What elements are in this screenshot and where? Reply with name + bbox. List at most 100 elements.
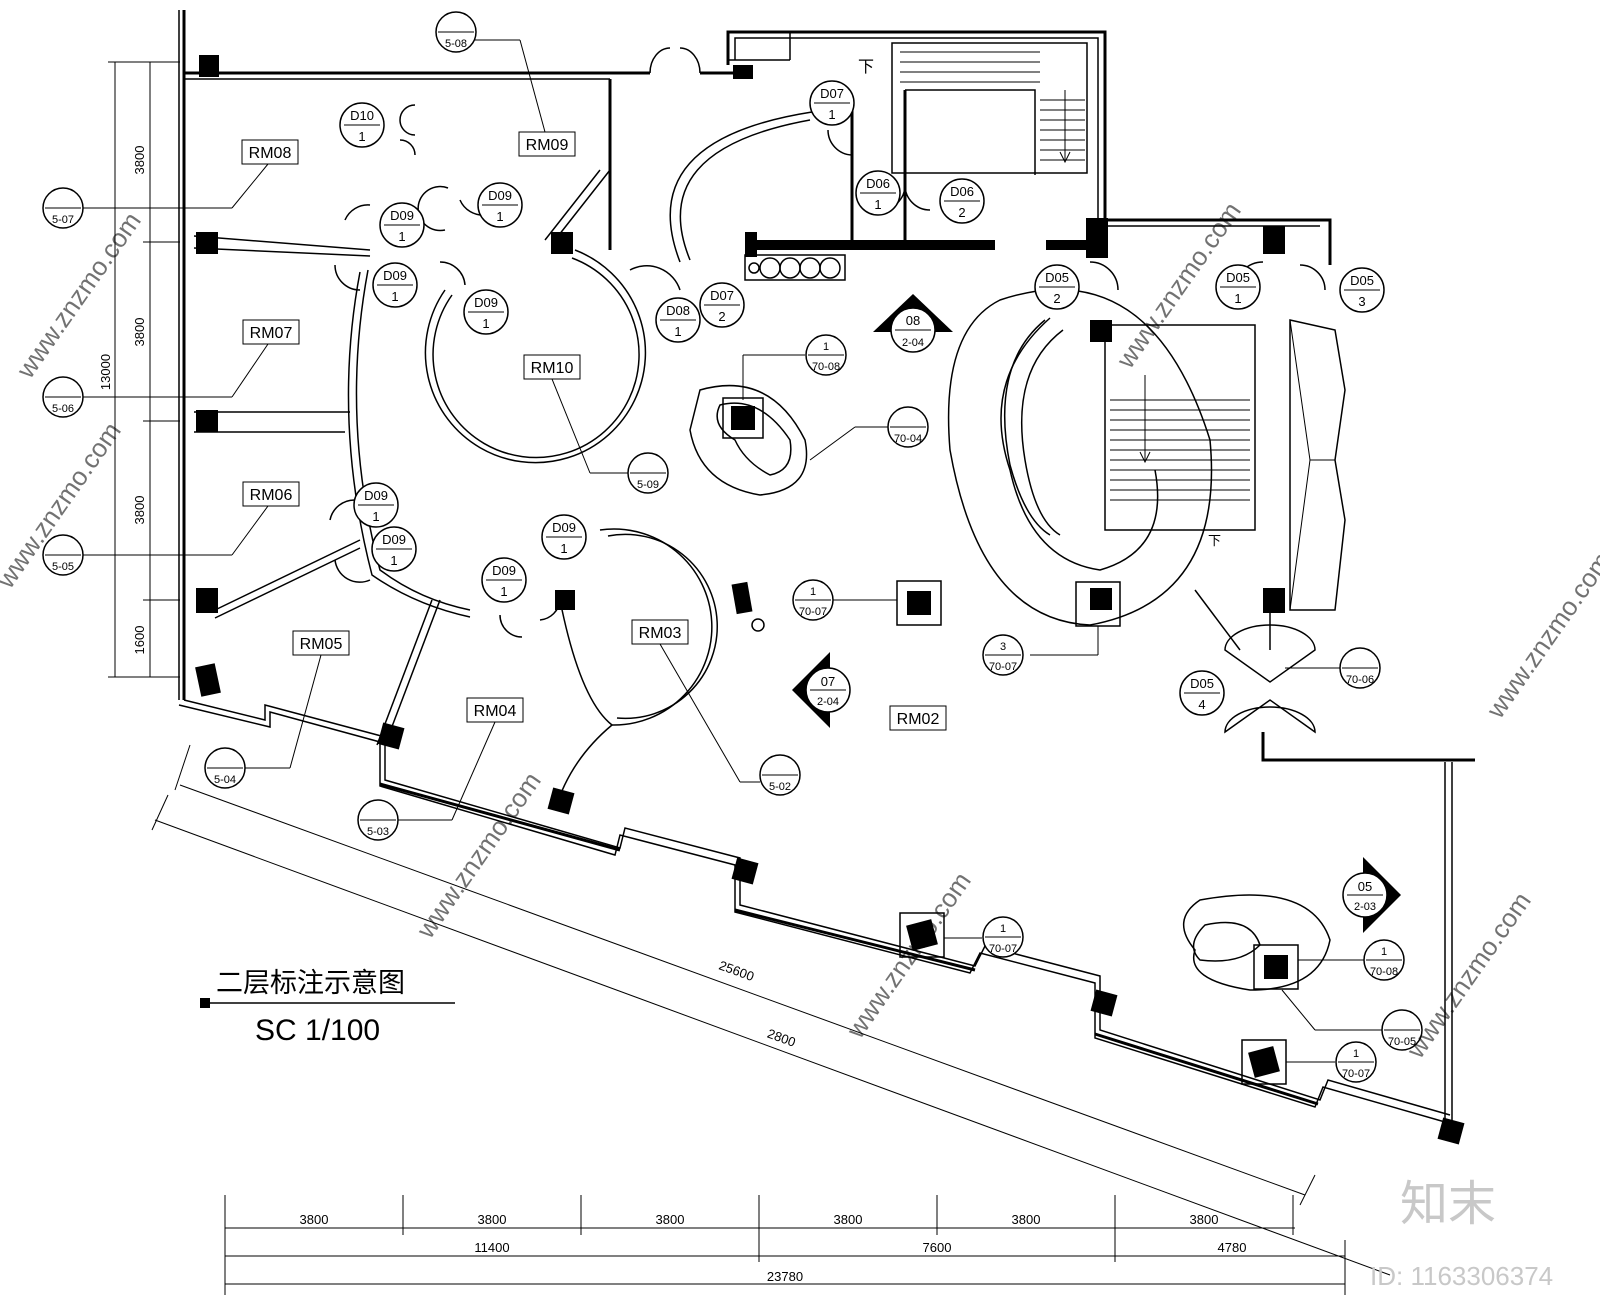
dim-diagonal-1: 25600 [717, 958, 756, 984]
dim-left-total: 13000 [98, 354, 113, 390]
ref-tag-5-08[interactable]: 5-08 [435, 11, 477, 53]
svg-text:1: 1 [828, 107, 835, 122]
svg-text:1: 1 [560, 541, 567, 556]
door-tag-d09-f[interactable]: D09 1 [371, 526, 417, 572]
section-arrow-07[interactable]: 07 2-04 [792, 652, 851, 728]
door-tag-d05-1[interactable]: D05 1 [1215, 264, 1261, 310]
watermark-site-6: www.znzmo.com [1400, 886, 1537, 1064]
room-rm03[interactable]: RM03 [631, 619, 689, 645]
svg-text:D09: D09 [390, 208, 414, 223]
ref-tag-70-07-d[interactable]: 1 70-07 [1335, 1041, 1377, 1083]
svg-text:D09: D09 [492, 563, 516, 578]
dim-bottom-2: 3800 [478, 1212, 507, 1227]
door-tag-d09-g[interactable]: D09 1 [541, 514, 587, 560]
svg-text:1: 1 [398, 229, 405, 244]
room-rm09[interactable]: RM09 [518, 131, 576, 157]
svg-text:D09: D09 [383, 268, 407, 283]
svg-text:D09: D09 [474, 295, 498, 310]
door-tag-d07-2[interactable]: D07 2 [699, 282, 745, 328]
stair-down-label-2: 下 [1208, 533, 1221, 548]
dim-left-3: 3800 [132, 496, 147, 525]
ref-tag-70-08-b[interactable]: 1 70-08 [1363, 939, 1405, 981]
door-tag-d09-b[interactable]: D09 1 [379, 202, 425, 248]
dim-bottom-1: 3800 [300, 1212, 329, 1227]
svg-text:RM03: RM03 [639, 625, 682, 642]
watermarks: www.znzmo.com www.znzmo.com www.znzmo.co… [0, 196, 1600, 1064]
ref-tag-5-07[interactable]: 5-07 [42, 187, 84, 229]
top-stair [900, 51, 1085, 164]
door-tag-d08-1[interactable]: D08 1 [655, 297, 701, 343]
svg-text:1: 1 [390, 553, 397, 568]
room-rm08[interactable]: RM08 [241, 139, 299, 165]
door-tag-d07-1[interactable]: D07 1 [809, 80, 855, 126]
ref-tag-70-07-a[interactable]: 1 70-07 [792, 579, 834, 621]
ref-tag-5-05[interactable]: 5-05 [42, 534, 84, 576]
svg-text:5-08: 5-08 [445, 38, 467, 50]
ref-tag-70-05[interactable]: 70-05 [1381, 1009, 1423, 1051]
stairs: 下 下 [858, 51, 1346, 611]
section-arrow-08[interactable]: 08 2-04 [873, 294, 953, 353]
room-rm07[interactable]: RM07 [242, 319, 300, 345]
svg-text:1: 1 [1234, 291, 1241, 306]
svg-text:1: 1 [358, 129, 365, 144]
ref-tag-5-06[interactable]: 5-06 [42, 376, 84, 418]
door-tag-d05-4[interactable]: D05 4 [1179, 670, 1225, 716]
svg-text:5-02: 5-02 [769, 781, 791, 793]
door-tag-d09-d[interactable]: D09 1 [463, 289, 509, 335]
room-rm06[interactable]: RM06 [242, 481, 300, 507]
ref-tag-5-09[interactable]: 5-09 [627, 452, 669, 494]
door-tag-d05-2[interactable]: D05 2 [1034, 264, 1080, 310]
dims-diagonal: 25600 2800 [151, 744, 1391, 1276]
svg-text:2: 2 [1053, 291, 1060, 306]
room-rm10[interactable]: RM10 [523, 354, 581, 380]
door-tag-d10[interactable]: D10 1 [339, 102, 385, 148]
dim-bottom-6: 3800 [1190, 1212, 1219, 1227]
svg-text:2-04: 2-04 [817, 696, 839, 708]
room-rm04[interactable]: RM04 [466, 697, 524, 723]
dim-bottom-3: 3800 [656, 1212, 685, 1227]
door-tag-d05-3[interactable]: D05 3 [1339, 267, 1385, 313]
ref-tag-5-03[interactable]: 5-03 [357, 799, 399, 841]
ref-tag-70-07-b[interactable]: 3 70-07 [982, 634, 1024, 676]
svg-text:70-07: 70-07 [1342, 1068, 1370, 1080]
ref-tag-70-06[interactable]: 70-06 [1339, 647, 1381, 689]
svg-text:5-03: 5-03 [367, 826, 389, 838]
svg-text:08: 08 [906, 313, 920, 328]
svg-text:D05: D05 [1045, 270, 1069, 285]
watermark-site-4: www.znzmo.com [840, 866, 977, 1044]
svg-text:D06: D06 [950, 184, 974, 199]
dims-left: 3800 3800 3800 1600 13000 [98, 61, 180, 678]
svg-text:1: 1 [500, 584, 507, 599]
svg-text:5-09: 5-09 [637, 479, 659, 491]
leaders [80, 39, 1382, 1063]
ref-tag-5-02[interactable]: 5-02 [759, 754, 801, 796]
svg-text:1: 1 [674, 324, 681, 339]
dim-bottom-sum-2: 7600 [923, 1240, 952, 1255]
door-tag-d09-e[interactable]: D09 1 [353, 482, 399, 528]
svg-text:D10: D10 [350, 108, 374, 123]
dim-left-2: 3800 [132, 318, 147, 347]
svg-text:3: 3 [1358, 294, 1365, 309]
ref-tag-70-08-a[interactable]: 1 70-08 [805, 334, 847, 376]
walls [178, 10, 1475, 1125]
door-tags: D10 1 D07 1 D09 1 D09 1 D06 1 D06 2 [339, 80, 1385, 716]
room-rm02[interactable]: RM02 [889, 705, 947, 731]
door-tag-d09-h[interactable]: D09 1 [481, 557, 527, 603]
door-tag-d06-1[interactable]: D06 1 [855, 170, 901, 216]
door-tag-d09-c[interactable]: D09 1 [372, 262, 418, 308]
room-labels: RM08 RM09 RM07 RM10 RM06 RM03 RM05 RM04 [241, 131, 947, 731]
ref-tag-70-04[interactable]: 70-04 [887, 406, 929, 448]
ref-tag-5-04[interactable]: 5-04 [204, 747, 246, 789]
svg-text:70-07: 70-07 [989, 943, 1017, 955]
section-arrow-05[interactable]: 05 2-03 [1342, 857, 1401, 933]
svg-text:70-08: 70-08 [812, 361, 840, 373]
ref-tag-70-07-c[interactable]: 1 70-07 [982, 916, 1024, 958]
room-rm05[interactable]: RM05 [292, 630, 350, 656]
dim-left-4: 1600 [132, 626, 147, 655]
svg-text:D05: D05 [1226, 270, 1250, 285]
door-tag-d09-a[interactable]: D09 1 [477, 182, 523, 228]
svg-text:5-04: 5-04 [214, 774, 236, 786]
svg-text:5-07: 5-07 [52, 214, 74, 226]
door-tag-d06-2[interactable]: D06 2 [939, 178, 985, 224]
svg-text:D09: D09 [488, 188, 512, 203]
